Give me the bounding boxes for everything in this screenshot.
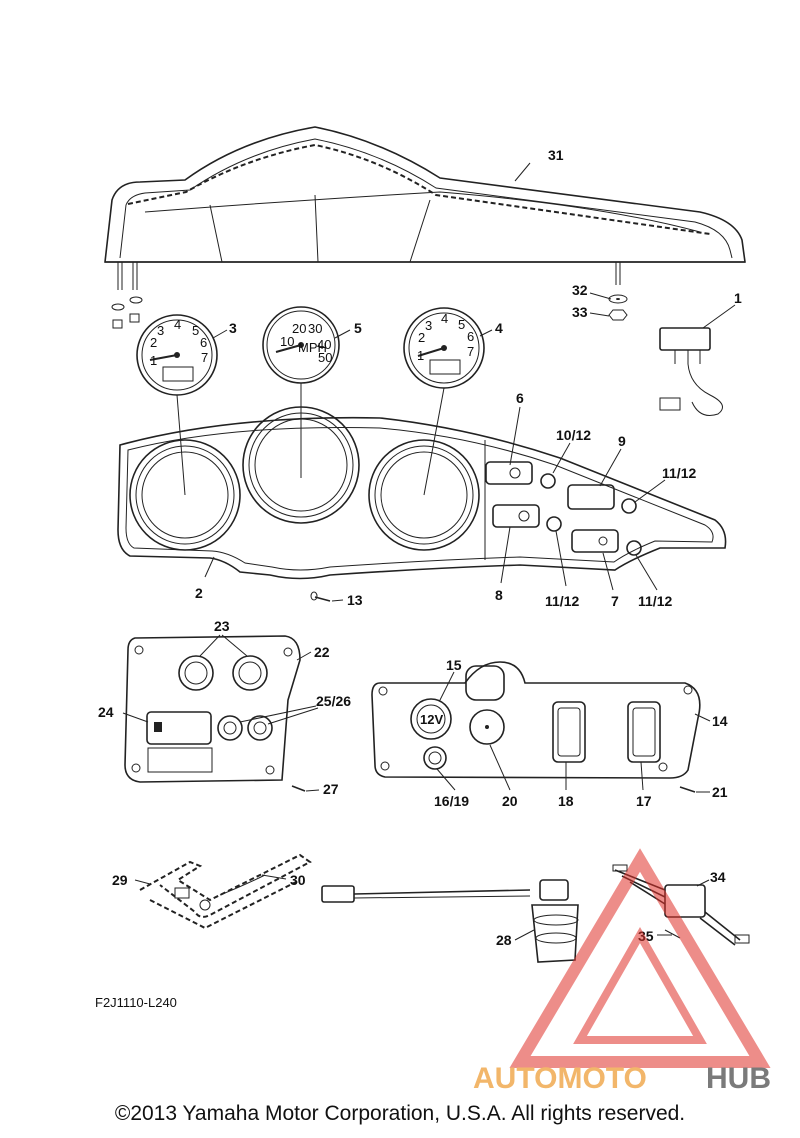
tach-left-n2: 2 (150, 335, 157, 350)
callout-13: 13 (347, 592, 363, 608)
callout-32: 32 (572, 282, 588, 298)
washers-nuts-left (111, 296, 143, 329)
callout-29: 29 (112, 872, 128, 888)
callout-11-12-c: 11/12 (638, 593, 672, 609)
callout-17: 17 (636, 793, 652, 809)
tach-right-n5: 5 (458, 317, 465, 332)
key-switch-harness (139, 853, 312, 930)
tach-left-n6: 6 (200, 335, 207, 350)
callout-31: 31 (548, 147, 564, 163)
callout-23: 23 (214, 618, 230, 634)
switch-panel-left (124, 635, 306, 792)
speed-n10: 10 (280, 334, 294, 349)
watermark-text-hub: HUB (706, 1062, 771, 1095)
callout-25-26: 25/26 (316, 693, 351, 709)
tach-right-n7: 7 (467, 344, 474, 359)
tach-left-n3: 3 (157, 323, 164, 338)
callout-11-12-a: 11/12 (662, 465, 696, 481)
callout-2: 2 (195, 585, 203, 601)
nut-33 (608, 309, 628, 321)
callout-18: 18 (558, 793, 574, 809)
dash-cover (104, 126, 746, 290)
tach-right-n6: 6 (467, 329, 474, 344)
callout-10-12: 10/12 (556, 427, 591, 443)
callout-11-12-b: 11/12 (545, 593, 579, 609)
tach-right-n4: 4 (441, 311, 448, 326)
speed-n40: 40 (317, 337, 331, 352)
diagram-code: F2J1110-L240 (95, 995, 177, 1010)
tach-left-n1: 1 (150, 353, 157, 368)
callout-24: 24 (98, 704, 114, 720)
speed-n20: 20 (292, 321, 306, 336)
callout-27: 27 (323, 781, 339, 797)
speed-unit: MPH (298, 340, 327, 355)
automotohub-watermark (509, 848, 771, 1068)
callout-14: 14 (712, 713, 728, 729)
tachometer-gauge-left: 1 2 3 4 5 6 7 (136, 314, 218, 396)
speed-n50: 50 (318, 350, 332, 365)
callout-8: 8 (495, 587, 503, 603)
speedometer-gauge: 10 20 30 40 50 MPH (262, 306, 340, 384)
callout-1: 1 (734, 290, 742, 306)
washer-32 (608, 294, 628, 304)
callout-30: 30 (290, 872, 306, 888)
instrument-panel (117, 406, 727, 602)
speed-n30: 30 (308, 321, 322, 336)
callout-16-19: 16/19 (434, 793, 469, 809)
callout-5: 5 (354, 320, 362, 336)
copyright-notice: ©2013 Yamaha Motor Corporation, U.S.A. A… (114, 1102, 686, 1125)
callout-7: 7 (611, 593, 619, 609)
tach-right-n1: 1 (417, 348, 424, 363)
tach-left-n5: 5 (192, 323, 199, 338)
switch-panel-right: 12V (371, 661, 701, 793)
leader-lines (122, 162, 736, 941)
cable-assembly (321, 879, 579, 963)
callout-20: 20 (502, 793, 518, 809)
callout-9: 9 (618, 433, 626, 449)
callout-3: 3 (229, 320, 237, 336)
watermark-text-automoto: AUTOMOTO (473, 1062, 647, 1095)
callout-21: 21 (712, 784, 728, 800)
buzzer-module (659, 327, 723, 416)
callout-6: 6 (516, 390, 524, 406)
callout-34: 34 (710, 869, 726, 885)
tach-left-n7: 7 (201, 350, 208, 365)
callout-15: 15 (446, 657, 462, 673)
callout-22: 22 (314, 644, 330, 660)
tachometer-gauge-right: 1 2 3 4 5 6 7 (403, 307, 485, 389)
tach-right-n3: 3 (425, 318, 432, 333)
callout-4: 4 (495, 320, 503, 336)
callout-33: 33 (572, 304, 588, 320)
tach-right-n2: 2 (418, 330, 425, 345)
tach-left-n4: 4 (174, 317, 181, 332)
callout-28: 28 (496, 932, 512, 948)
socket-12v-label: 12V (420, 712, 443, 727)
